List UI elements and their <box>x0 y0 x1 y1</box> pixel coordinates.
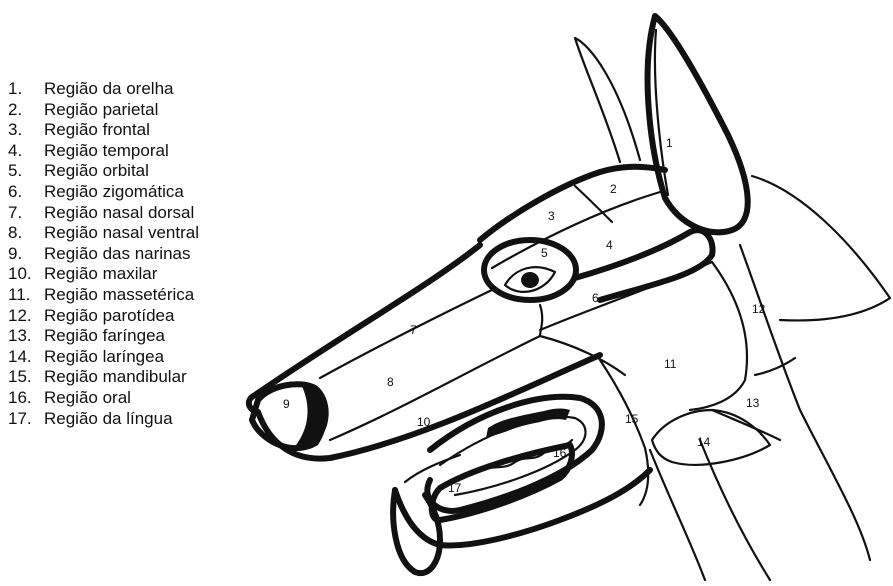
neck-back-line <box>740 245 870 560</box>
zygomatic-lower-line <box>540 305 542 336</box>
skull-top-outline <box>480 167 665 240</box>
region-label-9: 9 <box>283 397 290 411</box>
region-label-2: 2 <box>610 182 617 196</box>
parotid-lower-line <box>755 358 795 375</box>
region-label-13: 13 <box>746 396 760 410</box>
neck-lower-line <box>650 450 705 580</box>
region-label-5: 5 <box>541 246 548 260</box>
larynx-outline <box>652 410 770 465</box>
region-label-12: 12 <box>752 302 766 316</box>
neck-front-line <box>700 440 770 580</box>
region-label-17: 17 <box>448 481 462 495</box>
region-label-1: 1 <box>666 136 673 150</box>
zygomatic-line <box>540 262 712 330</box>
region-label-8: 8 <box>387 375 394 389</box>
masseter-front-line <box>540 336 625 375</box>
region-label-15: 15 <box>625 412 639 426</box>
region-label-16: 16 <box>553 446 567 460</box>
region-label-3: 3 <box>548 209 555 223</box>
region-label-11: 11 <box>664 357 677 371</box>
region-label-14: 14 <box>697 435 711 449</box>
mandibular-line <box>600 360 648 505</box>
masseter-back-line <box>690 262 747 410</box>
region-label-4: 4 <box>606 238 613 252</box>
front-ear-outline <box>648 16 748 232</box>
lower-jaw-inner-line <box>405 455 460 482</box>
region-label-10: 10 <box>417 415 431 429</box>
eye-icon <box>521 272 539 288</box>
back-ear-outline <box>575 38 640 162</box>
pharynx-lower-line <box>712 410 780 440</box>
neck-upper-line <box>752 176 890 320</box>
region-label-7: 7 <box>410 323 417 337</box>
region-label-6: 6 <box>592 291 599 305</box>
